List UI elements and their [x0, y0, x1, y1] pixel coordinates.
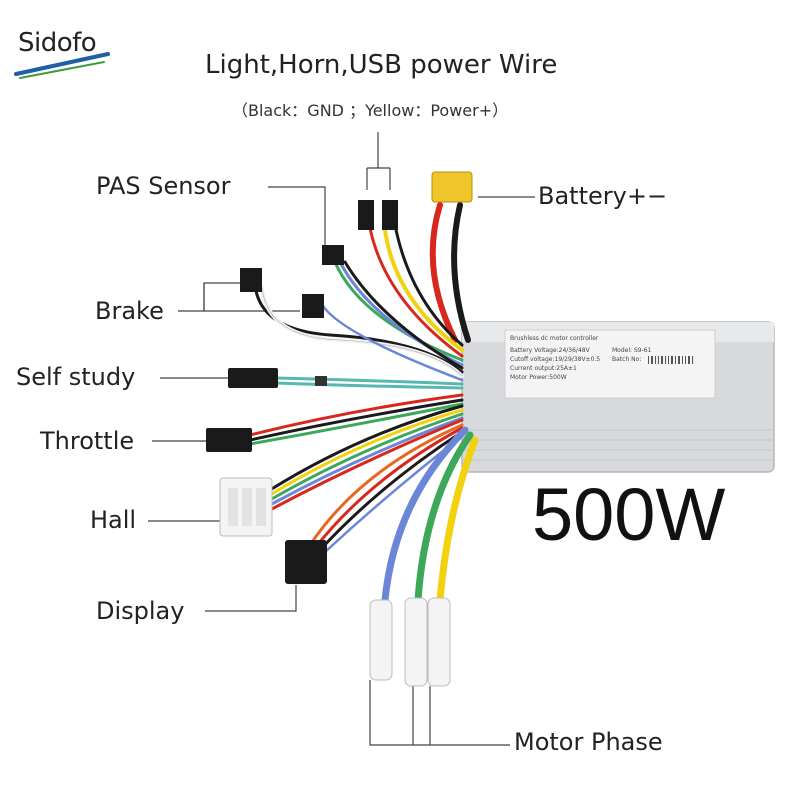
label-display: Display — [96, 597, 185, 625]
phase-connector-blue — [369, 599, 393, 681]
barcode — [648, 356, 693, 364]
label-brake: Brake — [95, 297, 164, 325]
plate-line3: Cutoff voltage:19/29/38V±0.5 — [510, 356, 600, 363]
logo-swoosh-icon — [14, 52, 110, 79]
self-study-connector — [228, 368, 278, 388]
brake-connector-2 — [302, 294, 324, 318]
diagram-title: Light,Horn,USB power Wire — [205, 50, 558, 80]
label-hall: Hall — [90, 506, 137, 534]
power-rating: 500W — [532, 473, 726, 556]
plate-model: Model: S9-61 — [612, 347, 652, 354]
plate-line4: Current output:25A±1 — [510, 365, 577, 372]
label-throttle: Throttle — [40, 427, 135, 455]
throttle-connector — [206, 428, 252, 452]
label-motor-phase: Motor Phase — [514, 728, 663, 756]
label-pas-sensor: PAS Sensor — [96, 172, 231, 200]
light-connector-2 — [382, 200, 398, 230]
wires — [248, 202, 479, 604]
connectors — [206, 171, 473, 687]
brake-connector-1 — [240, 268, 262, 292]
label-self-study: Self study — [16, 363, 136, 391]
light-connector-1 — [358, 200, 374, 230]
pas-connector — [322, 245, 344, 265]
phase-connector-yellow — [427, 597, 451, 687]
diagram-subtitle: （Black：GND ；Yellow：Power+） — [232, 101, 509, 120]
plate-line5: Motor Power:500W — [510, 374, 567, 381]
plate-batch: Batch No: — [612, 356, 641, 363]
brand-logo — [12, 22, 122, 82]
leader-lines — [148, 132, 535, 746]
display-connector — [285, 540, 327, 584]
label-battery: Battery+− — [538, 182, 668, 210]
plate-line1: Brushless dc motor controller — [510, 335, 599, 342]
brand-name: Sidofo — [18, 28, 97, 58]
controller-box: Brushless dc motor controller Battery Vo… — [461, 321, 775, 473]
phase-connector-green — [404, 597, 428, 687]
battery-connector — [431, 171, 473, 203]
plate-line2: Battery Voltage:24/36/48V — [510, 347, 591, 354]
